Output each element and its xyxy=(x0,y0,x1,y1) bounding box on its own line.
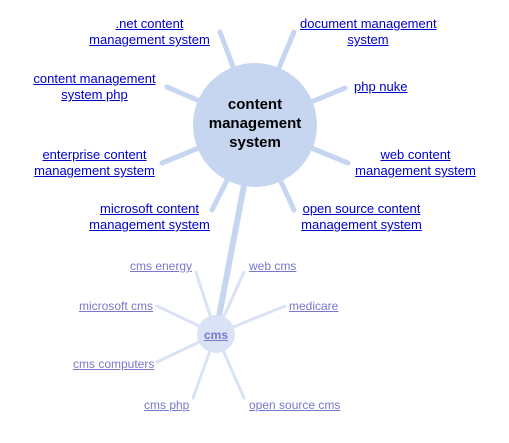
center-node xyxy=(193,63,317,187)
center-label-line1: content xyxy=(227,96,283,113)
related-link-open-source-cms[interactable]: open source content management system xyxy=(300,201,423,233)
related-link-cms-php[interactable]: content management system php xyxy=(33,71,156,103)
related-link-line2: management system xyxy=(89,217,210,232)
related-link-line2: system xyxy=(347,32,389,47)
related-link-line2: management system xyxy=(89,32,210,47)
related-link-line1: content management xyxy=(33,71,156,86)
related-link-microsoft-cms[interactable]: microsoft content management system xyxy=(88,201,211,233)
related-link-line2: management system xyxy=(34,163,155,178)
center-label-line3: system xyxy=(229,134,281,151)
center-label: content management system xyxy=(193,95,317,152)
related-link-line2: system php xyxy=(61,87,128,102)
related-link-line1: enterprise content xyxy=(42,147,147,162)
related-link-line1: open source content xyxy=(302,201,421,216)
related-link-line1: .net content xyxy=(115,16,184,31)
sub-center-node xyxy=(197,315,235,353)
related-link-web-cms[interactable]: web content management system xyxy=(354,147,477,179)
related-link-line1: web content xyxy=(380,147,451,162)
sub-link-medicare[interactable]: medicare xyxy=(289,299,339,313)
spoke-to-sub-center xyxy=(213,177,248,335)
sub-link-cms-php[interactable]: cms php xyxy=(144,398,190,412)
related-link-php-nuke[interactable]: php nuke xyxy=(354,79,408,95)
related-link-net-cms[interactable]: .net content management system xyxy=(88,16,211,48)
related-link-line1: microsoft content xyxy=(100,201,199,216)
related-link-line2: management system xyxy=(355,163,476,178)
related-link-enterprise-cms[interactable]: enterprise content management system xyxy=(33,147,156,179)
sub-link-cms-energy[interactable]: cms energy xyxy=(130,259,193,273)
center-label-line2: management xyxy=(208,115,302,132)
sub-link-microsoft-cms[interactable]: microsoft cms xyxy=(79,299,154,313)
related-link-line1: document management xyxy=(300,16,437,31)
sub-link-open-source-cms[interactable]: open source cms xyxy=(249,398,341,412)
sub-link-web-cms[interactable]: web cms xyxy=(249,259,297,273)
related-link-line2: management system xyxy=(301,217,422,232)
sub-center-label[interactable]: cms xyxy=(203,328,229,342)
related-link-document-management[interactable]: document management system xyxy=(300,16,437,48)
sub-link-cms-computers[interactable]: cms computers xyxy=(73,357,155,371)
related-link-line1: php nuke xyxy=(354,79,408,94)
